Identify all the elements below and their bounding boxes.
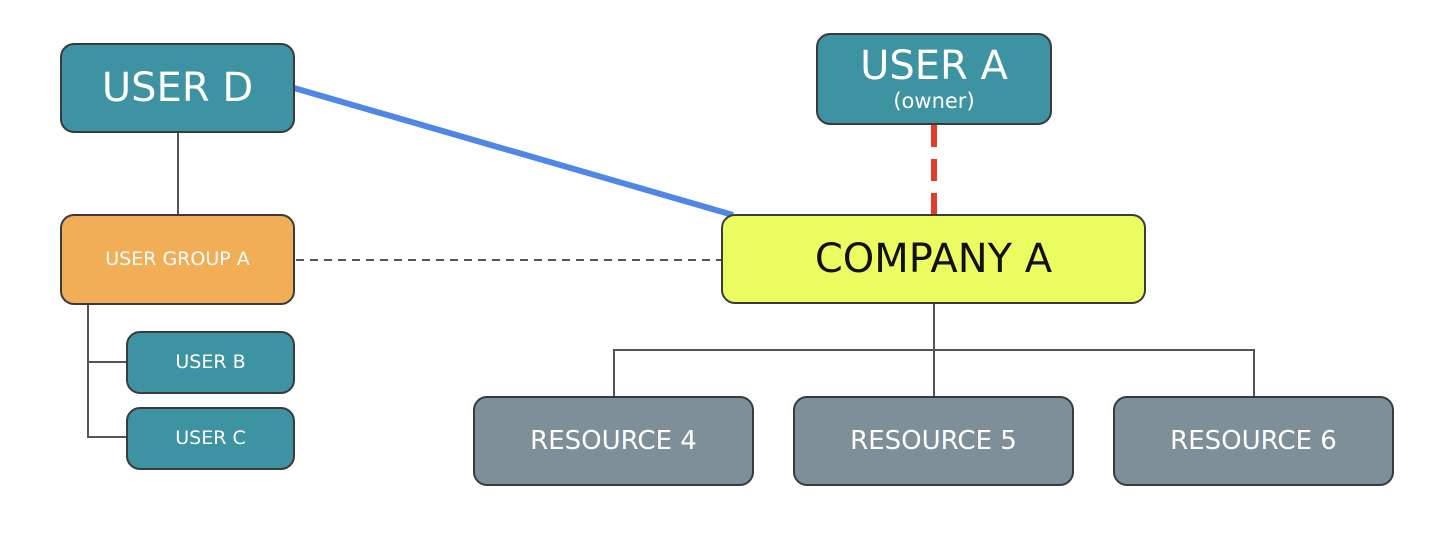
resource-4-label: RESOURCE 4: [530, 425, 697, 456]
resource-5-node[interactable]: RESOURCE 5: [793, 396, 1074, 486]
resource-5-label: RESOURCE 5: [850, 425, 1017, 456]
connector-user-group-a-to-members: [87, 305, 127, 438]
resource-4-node[interactable]: RESOURCE 4: [473, 396, 754, 486]
blue-link-user-d-to-company: [293, 85, 734, 218]
user-d-label: USER D: [101, 65, 254, 111]
user-group-a-node[interactable]: USER GROUP A: [60, 214, 295, 305]
user-a-label: USER A: [860, 43, 1008, 90]
user-d-node[interactable]: USER D: [60, 43, 295, 133]
resource-6-label: RESOURCE 6: [1170, 425, 1337, 456]
user-c-label: USER C: [175, 427, 246, 450]
user-a-node[interactable]: USER A (owner): [816, 33, 1052, 125]
company-a-label: COMPANY A: [814, 236, 1053, 282]
user-b-node[interactable]: USER B: [126, 331, 295, 394]
user-group-a-label: USER GROUP A: [105, 248, 250, 271]
user-c-node[interactable]: USER C: [126, 407, 295, 470]
resource-6-node[interactable]: RESOURCE 6: [1113, 396, 1394, 486]
user-a-sublabel: (owner): [893, 89, 975, 114]
user-b-label: USER B: [175, 351, 246, 374]
company-a-node[interactable]: COMPANY A: [721, 214, 1146, 304]
connector-resource-bus: [613, 349, 1255, 396]
